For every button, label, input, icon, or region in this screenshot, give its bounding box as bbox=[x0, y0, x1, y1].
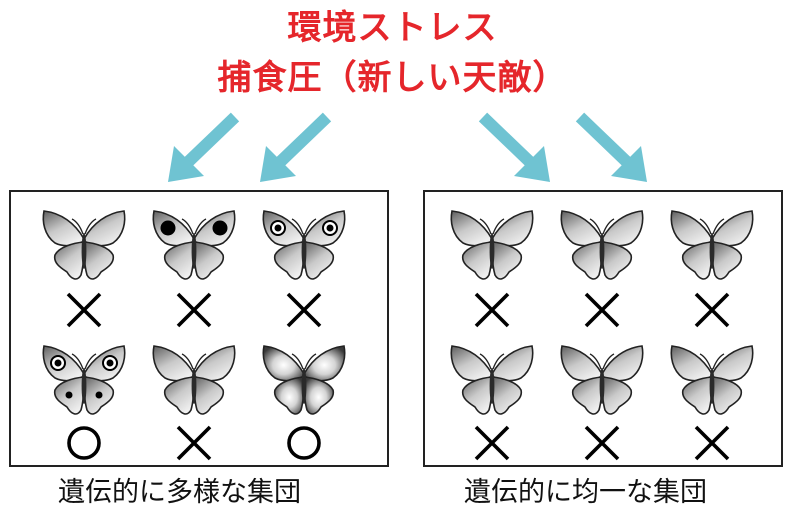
uniform-population-caption: 遺伝的に均一な集団 bbox=[464, 477, 707, 508]
butterfly-icon bbox=[560, 210, 644, 280]
title-environmental-stress: 環境ストレス bbox=[287, 8, 498, 48]
butterfly-icon bbox=[450, 345, 534, 415]
butterfly-icon bbox=[152, 345, 236, 415]
eliminated-cross-icon bbox=[474, 292, 510, 328]
diverse-population-panel bbox=[9, 190, 389, 467]
diverse-population-caption: 遺伝的に多様な集団 bbox=[58, 477, 301, 508]
eliminated-cross-icon bbox=[474, 425, 510, 461]
butterfly-icon bbox=[670, 345, 754, 415]
eliminated-cross-icon bbox=[66, 292, 102, 328]
butterfly-icon bbox=[560, 345, 644, 415]
butterfly-icon bbox=[262, 210, 346, 280]
eliminated-cross-icon bbox=[694, 292, 730, 328]
eliminated-cross-icon bbox=[176, 292, 212, 328]
eliminated-cross-icon bbox=[176, 425, 212, 461]
butterfly-icon bbox=[670, 210, 754, 280]
butterfly-icon bbox=[450, 210, 534, 280]
arrow-down-right-icon bbox=[478, 112, 550, 182]
title-predation-pressure: 捕食圧（新しい天敵） bbox=[217, 58, 568, 98]
survived-circle-icon bbox=[67, 426, 101, 460]
arrow-down-left-icon bbox=[260, 112, 332, 182]
butterfly-icon bbox=[152, 210, 236, 280]
arrow-down-right-icon bbox=[575, 112, 647, 182]
eliminated-cross-icon bbox=[694, 425, 730, 461]
eliminated-cross-icon bbox=[286, 292, 322, 328]
butterfly-icon bbox=[42, 345, 126, 415]
arrow-down-left-icon bbox=[168, 112, 240, 182]
eliminated-cross-icon bbox=[584, 425, 620, 461]
butterfly-icon bbox=[42, 210, 126, 280]
butterfly-icon bbox=[262, 345, 346, 415]
uniform-population-panel bbox=[423, 190, 783, 467]
survived-circle-icon bbox=[287, 426, 321, 460]
eliminated-cross-icon bbox=[584, 292, 620, 328]
